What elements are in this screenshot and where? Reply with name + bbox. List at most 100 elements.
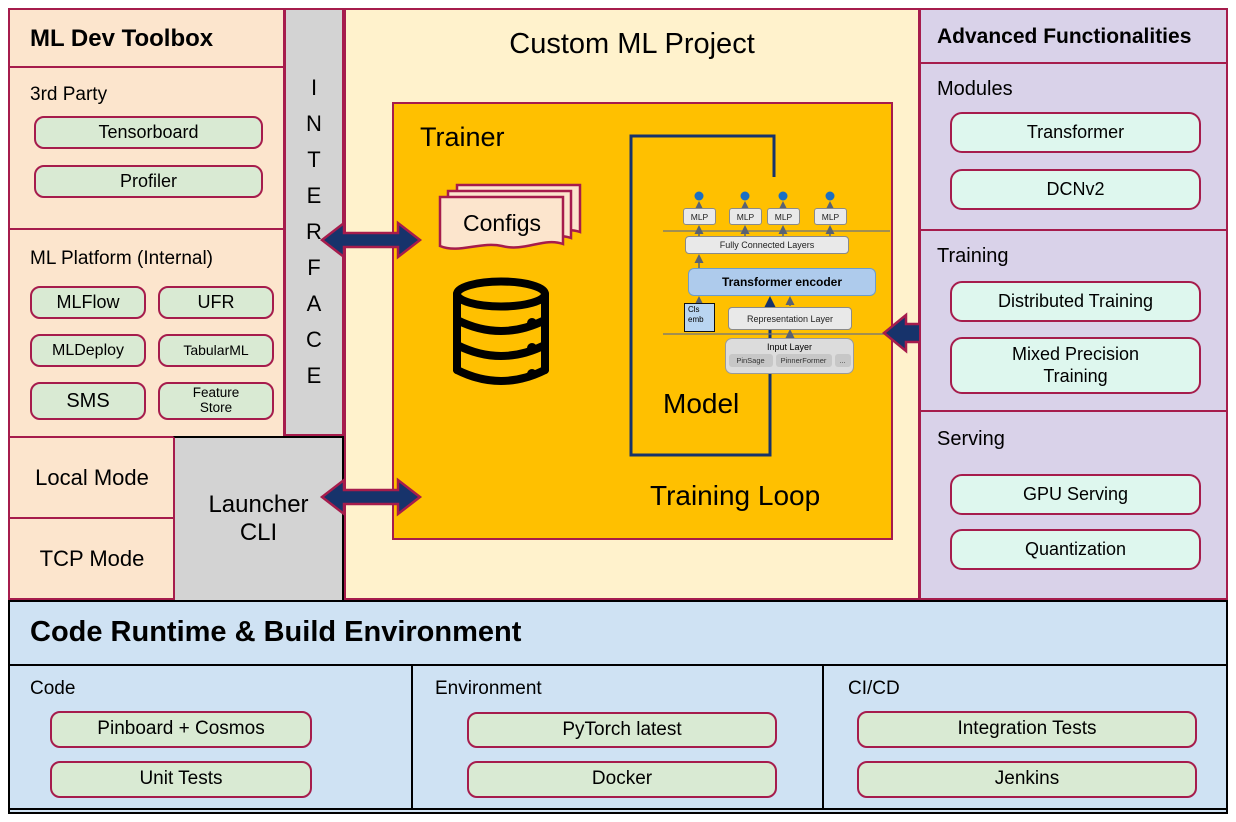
interface-letter: A bbox=[306, 291, 322, 316]
training-panel: Training Distributed Training Mixed Prec… bbox=[919, 229, 1228, 413]
representation-layer-label: Representation Layer bbox=[746, 313, 834, 324]
node-transformer-label: Transformer bbox=[1026, 121, 1125, 142]
interface-letter: R bbox=[306, 219, 322, 244]
node-tcp-mode-label: TCP Mode bbox=[39, 545, 145, 571]
input-layer-label: Input Layer bbox=[766, 342, 813, 352]
node-tcp-mode: TCP Mode bbox=[8, 517, 176, 600]
code-label: Code bbox=[30, 678, 76, 699]
node-ufr: UFR bbox=[158, 286, 274, 319]
cls-emb-label: Cls emb bbox=[688, 305, 704, 325]
node-quantization-label: Quantization bbox=[1024, 538, 1127, 559]
node-fully-connected-layers: Fully Connected Layers bbox=[685, 236, 849, 254]
node-distributed-training-label: Distributed Training bbox=[997, 290, 1154, 311]
training-loop-label: Training Loop bbox=[650, 480, 821, 511]
node-representation-layer: Representation Layer bbox=[728, 307, 852, 330]
node-quantization: Quantization bbox=[950, 529, 1201, 570]
environment-label: Environment bbox=[435, 678, 542, 699]
node-gpu-serving: GPU Serving bbox=[950, 474, 1201, 515]
node-transformer: Transformer bbox=[950, 112, 1201, 153]
node-mldeploy: MLDeploy bbox=[30, 334, 146, 367]
node-distributed-training: Distributed Training bbox=[950, 281, 1201, 322]
mlp-label: MLP bbox=[774, 211, 793, 222]
node-tabularml-label: TabularML bbox=[183, 341, 249, 358]
node-tensorboard: Tensorboard bbox=[34, 116, 263, 149]
mlp-label: MLP bbox=[690, 211, 709, 222]
model-label: Model bbox=[663, 388, 740, 419]
mlp-label: MLP bbox=[736, 211, 755, 222]
node-mlp-4: MLP bbox=[814, 208, 847, 225]
node-jenkins: Jenkins bbox=[857, 761, 1197, 798]
cicd-section: CI/CD Integration Tests Jenkins bbox=[822, 664, 1228, 810]
node-launcher-cli-label: Launcher CLI bbox=[208, 491, 309, 546]
node-pinsage: PinSage bbox=[728, 354, 773, 367]
node-integration-tests-label: Integration Tests bbox=[957, 718, 1097, 740]
node-cls-emb: Cls emb bbox=[684, 303, 715, 332]
node-mlflow: MLFlow bbox=[30, 286, 146, 319]
advanced-functionalities-header: Advanced Functionalities bbox=[919, 8, 1228, 65]
node-input-layer: Input Layer PinSage PinnerFormer ... bbox=[725, 338, 854, 374]
node-mlp-2: MLP bbox=[729, 208, 762, 225]
database-icon bbox=[453, 277, 549, 385]
node-pinboard-cosmos: Pinboard + Cosmos bbox=[50, 711, 312, 748]
node-sms: SMS bbox=[30, 382, 146, 420]
advanced-functionalities-title: Advanced Functionalities bbox=[937, 24, 1192, 48]
custom-ml-project-title: Custom ML Project bbox=[509, 28, 755, 60]
node-local-mode: Local Mode bbox=[8, 436, 176, 520]
ml-platform-label: ML Platform (Internal) bbox=[30, 248, 214, 269]
node-pytorch-latest: PyTorch latest bbox=[467, 712, 777, 748]
serving-panel: Serving GPU Serving Quantization bbox=[919, 410, 1228, 600]
interface-letter: E bbox=[306, 363, 322, 388]
training-label: Training bbox=[937, 245, 1009, 267]
interface-letter: C bbox=[306, 327, 322, 352]
mlp-label: MLP bbox=[821, 211, 840, 222]
node-ufr-label: UFR bbox=[197, 291, 235, 312]
node-input-more: ... bbox=[834, 354, 851, 367]
node-sms-label: SMS bbox=[66, 390, 110, 412]
fully-connected-layers-label: Fully Connected Layers bbox=[719, 240, 815, 250]
node-unit-tests: Unit Tests bbox=[50, 761, 312, 798]
interface-letter: E bbox=[306, 183, 322, 208]
node-transformer-encoder: Transformer encoder bbox=[688, 268, 876, 296]
code-section: Code Pinboard + Cosmos Unit Tests bbox=[8, 664, 413, 810]
third-party-label: 3rd Party bbox=[30, 84, 108, 105]
node-jenkins-label: Jenkins bbox=[994, 768, 1060, 790]
node-integration-tests: Integration Tests bbox=[857, 711, 1197, 748]
node-mixed-precision-training: Mixed Precision Training bbox=[950, 337, 1201, 394]
ml-dev-toolbox-title: ML Dev Toolbox bbox=[30, 24, 214, 52]
code-runtime-title: Code Runtime & Build Environment bbox=[30, 616, 522, 648]
environment-section: Environment PyTorch latest Docker bbox=[411, 664, 825, 810]
interface-letter: F bbox=[307, 255, 321, 280]
node-tensorboard-label: Tensorboard bbox=[98, 121, 199, 142]
ml-dev-toolbox-header: ML Dev Toolbox bbox=[8, 8, 285, 69]
serving-label: Serving bbox=[937, 428, 1005, 450]
configs-label: Configs bbox=[463, 210, 541, 236]
trainer-label: Trainer bbox=[420, 122, 505, 152]
node-docker: Docker bbox=[467, 761, 777, 798]
node-launcher-cli: Launcher CLI bbox=[173, 436, 344, 600]
node-tabularml: TabularML bbox=[158, 334, 274, 367]
third-party-panel: 3rd Party Tensorboard Profiler bbox=[8, 66, 285, 231]
interface-letter: T bbox=[307, 147, 321, 172]
node-dcnv2: DCNv2 bbox=[950, 169, 1201, 210]
node-docker-label: Docker bbox=[591, 768, 653, 790]
node-mlp-3: MLP bbox=[767, 208, 800, 225]
interface-letter: N bbox=[306, 111, 322, 136]
transformer-encoder-label: Transformer encoder bbox=[721, 275, 843, 289]
node-local-mode-label: Local Mode bbox=[35, 465, 149, 490]
node-feature-store: Feature Store bbox=[158, 382, 274, 420]
cicd-label: CI/CD bbox=[848, 678, 900, 699]
node-dcnv2-label: DCNv2 bbox=[1046, 178, 1105, 199]
node-pytorch-latest-label: PyTorch latest bbox=[562, 718, 682, 740]
node-mlp-1: MLP bbox=[683, 208, 716, 225]
interface-strip: I N T E R F A C E bbox=[284, 8, 344, 436]
node-mldeploy-label: MLDeploy bbox=[51, 341, 125, 359]
node-mixed-precision-training-label: Mixed Precision Training bbox=[1011, 343, 1140, 386]
node-pinboard-cosmos-label: Pinboard + Cosmos bbox=[97, 718, 265, 740]
modules-label: Modules bbox=[937, 78, 1013, 100]
interface-letter: I bbox=[310, 75, 318, 100]
node-pinnerformer: PinnerFormer bbox=[775, 354, 832, 367]
node-gpu-serving-label: GPU Serving bbox=[1022, 483, 1129, 504]
node-feature-store-label: Feature Store bbox=[192, 385, 240, 415]
node-unit-tests-label: Unit Tests bbox=[139, 768, 223, 790]
